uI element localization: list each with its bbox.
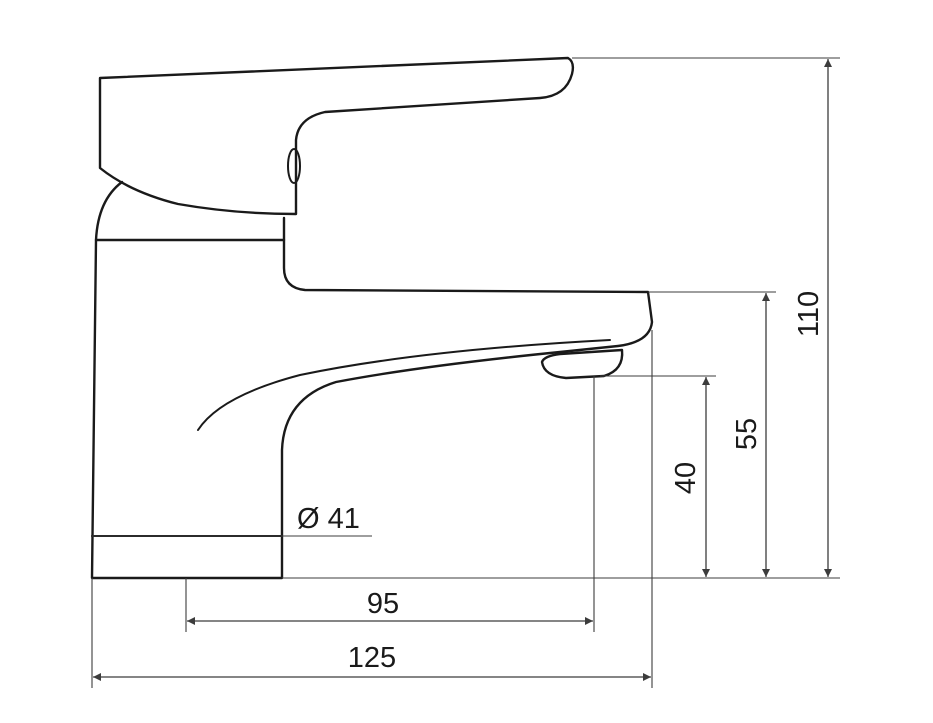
spout-height-label: 55 [731,418,763,450]
faucet-outline [90,56,654,580]
overall-length-label: 125 [348,642,396,674]
pivot-screw [287,148,301,184]
spout-reach-label: 95 [367,588,399,620]
overall-height-label: 110 [793,291,825,337]
dimension-95: 95 [187,588,593,625]
body-curve [197,339,611,431]
dimension-40: 40 [670,377,710,577]
body-and-spout [90,238,654,580]
dimension-125: 125 [93,642,651,681]
lever-handle [98,56,575,216]
aerator [540,348,624,380]
diameter-callout: Ø 41 [92,503,372,537]
diameter-label: Ø 41 [297,503,360,535]
extension-lines [91,57,840,688]
dimension-55: 55 [731,293,770,577]
body-cap [94,180,286,242]
outlet-height-label: 40 [670,462,702,494]
dimension-110: 110 [793,59,832,577]
